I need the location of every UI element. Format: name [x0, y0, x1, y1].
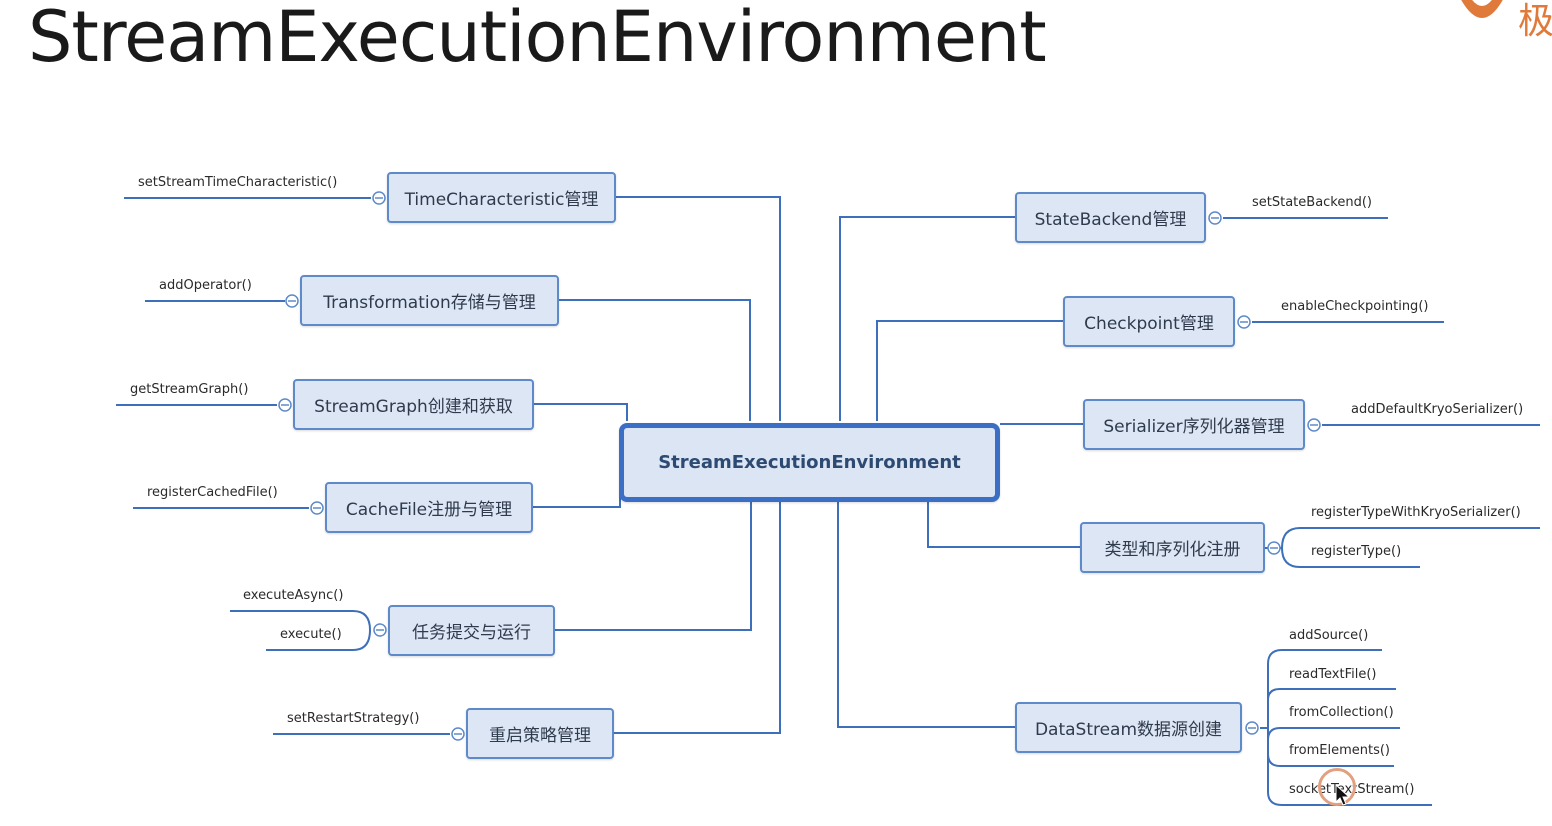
branch-statebackend[interactable]: StateBackend管理: [1015, 192, 1206, 243]
branch-time-characteristic[interactable]: TimeCharacteristic管理: [387, 172, 616, 223]
leaf-setrestartstrategy[interactable]: setRestartStrategy(): [287, 711, 420, 726]
branch-streamgraph[interactable]: StreamGraph创建和获取: [293, 379, 534, 430]
leaf-registertype[interactable]: registerType(): [1311, 544, 1402, 559]
leaf-registertypewithkryoserializer[interactable]: registerTypeWithKryoSerializer(): [1311, 505, 1521, 520]
branch-checkpoint[interactable]: Checkpoint管理: [1063, 296, 1235, 347]
leaf-getstreamgraph[interactable]: getStreamGraph(): [130, 382, 249, 397]
brand-logo-icon: [1461, 0, 1503, 18]
leaf-execute[interactable]: execute(): [280, 627, 342, 642]
branch-datastream-source[interactable]: DataStream数据源创建: [1015, 702, 1242, 753]
page-title: StreamExecutionEnvironment: [28, 0, 1047, 78]
branch-serializer[interactable]: Serializer序列化器管理: [1083, 399, 1305, 450]
leaf-addsource[interactable]: addSource(): [1289, 628, 1369, 643]
leaf-fromcollection[interactable]: fromCollection(): [1289, 705, 1394, 720]
branch-cachefile[interactable]: CacheFile注册与管理: [325, 482, 533, 533]
mouse-pointer-icon: [1335, 783, 1351, 806]
root-node[interactable]: StreamExecutionEnvironment: [619, 423, 1000, 502]
cursor-highlight-icon: [1318, 768, 1356, 806]
leaf-adddefaultkryoserializer[interactable]: addDefaultKryoSerializer(): [1351, 402, 1524, 417]
leaf-fromelements[interactable]: fromElements(): [1289, 743, 1390, 758]
leaf-setstreamtimecharacteristic[interactable]: setStreamTimeCharacteristic(): [138, 175, 338, 190]
leaf-addoperator[interactable]: addOperator(): [159, 278, 252, 293]
branch-transformation[interactable]: Transformation存储与管理: [300, 275, 559, 326]
leaf-setstatebackend[interactable]: setStateBackend(): [1252, 195, 1373, 210]
branch-type-registration[interactable]: 类型和序列化注册: [1080, 522, 1265, 573]
leaf-readtextfile[interactable]: readTextFile(): [1289, 667, 1377, 682]
leaf-registercachedfile[interactable]: registerCachedFile(): [147, 485, 278, 500]
brand-logo-text: 极: [1518, 1, 1552, 42]
branch-job-submit[interactable]: 任务提交与运行: [388, 605, 555, 656]
branch-restart-strategy[interactable]: 重启策略管理: [466, 708, 614, 759]
leaf-enablecheckpointing[interactable]: enableCheckpointing(): [1281, 299, 1429, 314]
leaf-executeasync[interactable]: executeAsync(): [243, 588, 344, 603]
